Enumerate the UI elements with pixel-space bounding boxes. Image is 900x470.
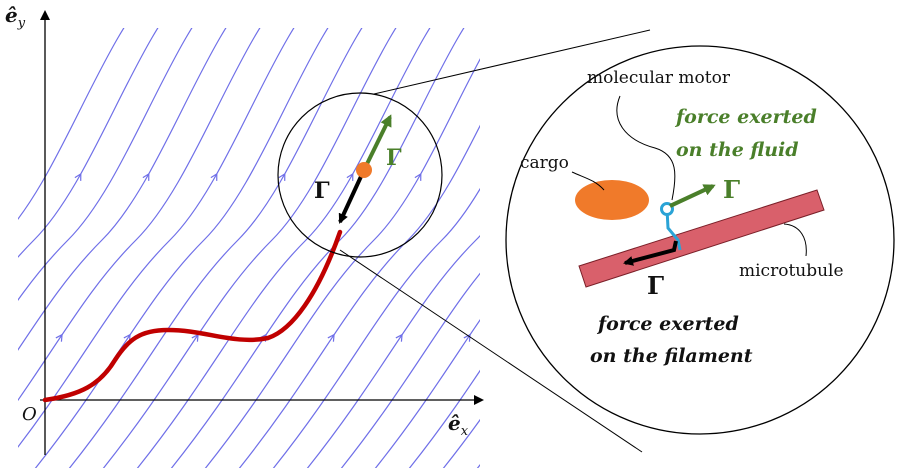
zoom-region-circle [277,92,443,258]
filament-force-label-small: Γ [314,178,330,204]
streamline [204,58,480,468]
streamline [18,28,159,258]
motor-head [660,202,674,216]
y-axis-label: êy [5,3,26,31]
streamline [18,28,261,402]
streamline [102,28,397,468]
inset-magnified-view: molecular motor force exerted on the flu… [505,45,895,435]
fluid-force-arrow [669,184,716,208]
streamline [272,187,480,468]
cargo-label: cargo [520,153,569,173]
zoom-connector-bottom [339,249,643,453]
streamline-arrow [191,333,199,342]
motor-leader-line [616,95,676,201]
origin-label: O [22,404,37,425]
filament-force-label: Γ [647,271,664,300]
streamline-arrow [327,333,335,342]
filament-curve [42,229,343,403]
cargo [575,180,649,220]
flow-streamlines [18,28,489,468]
fluid-force-label-small: Γ [386,145,402,171]
streamline [18,28,295,448]
streamline [34,28,329,468]
streamline-arrow [483,174,489,181]
fluid-force-label: Γ [723,175,740,204]
streamline [170,28,465,468]
streamline [374,318,480,468]
coordinate-axes [40,10,484,455]
streamline [340,272,480,468]
fluid-force-text-line1: force exerted [674,106,817,128]
filament-force-text-line1: force exerted [596,313,739,335]
fluid-force-arrow-small [362,114,392,171]
streamline [408,369,480,468]
streamline [68,28,363,468]
filament-force-arrow-small [338,169,366,224]
streamline-arrow [278,172,286,181]
streamline-arrow [142,172,150,181]
streamline [136,28,431,468]
streamline-arrow [414,172,422,181]
streamline [306,234,480,468]
streamline [18,28,193,302]
streamline-arrow [210,172,218,181]
streamline [238,124,480,468]
microtubule-leader-line [783,223,807,257]
streamline-arrow [463,333,471,342]
streamline-arrow [55,333,63,342]
microtubule-label: microtubule [739,261,844,281]
cargo-leader-line [571,171,605,191]
fluid-force-text-line2: on the fluid [676,139,799,161]
streamline-arrow [74,172,82,181]
cargo-dot-small [356,162,372,178]
microtubule [578,189,825,288]
x-axis-label: êx [448,411,469,439]
motor-link [665,208,682,251]
filament-force-arrow [623,240,678,266]
zoom-connector-top [373,29,651,95]
filament-force-text-line2: on the filament [590,345,753,367]
streamline-arrow [395,333,403,342]
streamline [18,28,125,220]
molecular-motor-label: molecular motor [587,68,731,88]
streamline-arrow [346,172,354,181]
streamline [18,28,227,351]
